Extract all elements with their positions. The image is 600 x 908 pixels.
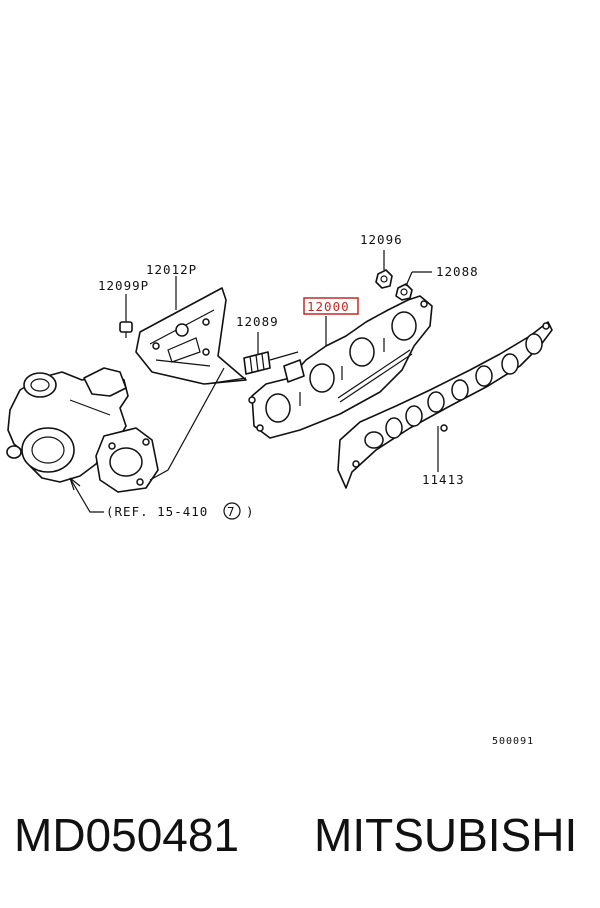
reference-circle-number: 7: [227, 504, 236, 519]
callout-12088: 12088: [436, 264, 479, 279]
leader-lines: [69, 250, 439, 513]
highlight-box-12000: [303, 297, 359, 315]
reference-note: (REF. 15-410 7 ): [106, 502, 255, 520]
turbo-flange: [95, 427, 159, 493]
callout-12099p: 12099P: [98, 278, 149, 293]
callout-12096: 12096: [360, 232, 403, 247]
footer: MD050481 MITSUBISHI: [0, 808, 600, 868]
callout-12000: 12000: [307, 299, 350, 314]
manifold-gasket: [337, 321, 553, 489]
brand-name: MITSUBISHI: [314, 809, 578, 861]
diagram-code: 500091: [492, 736, 534, 747]
callout-12089: 12089: [236, 314, 279, 329]
stud-12089: [243, 351, 271, 375]
nut-12096: [375, 269, 393, 289]
exhaust-manifold: [248, 295, 433, 439]
callout-12012p: 12012P: [146, 262, 197, 277]
turbocharger: [6, 367, 129, 483]
part-number: MD050481: [14, 809, 240, 861]
reference-text: (REF. 15-410: [106, 504, 208, 519]
callout-11413: 11413: [422, 472, 465, 487]
reference-close: ): [246, 504, 255, 519]
nut-12088: [395, 283, 413, 301]
bolt-12099p: [119, 321, 133, 338]
heat-protector: [135, 287, 247, 385]
